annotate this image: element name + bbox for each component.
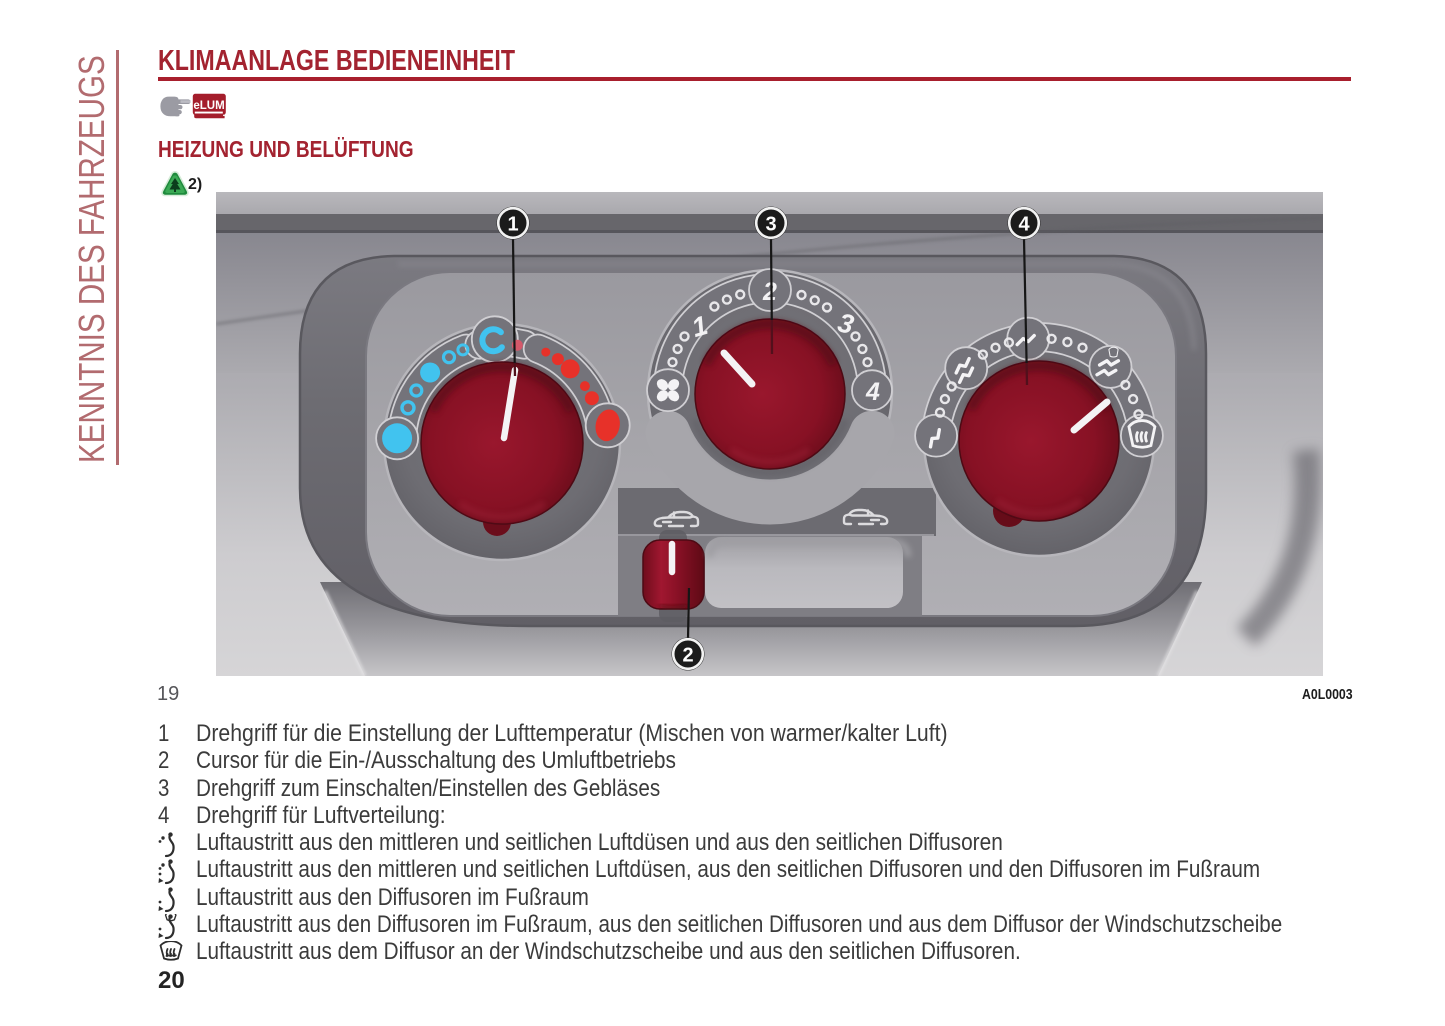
svg-text:4: 4 [1018,214,1030,236]
svg-text:1: 1 [507,214,518,236]
svg-text:3: 3 [835,307,857,340]
svg-text:2: 2 [682,645,693,667]
svg-text:3: 3 [765,214,776,236]
svg-text:4: 4 [865,378,880,406]
svg-text:eLUM: eLUM [193,100,224,112]
svg-text:2: 2 [762,278,777,306]
